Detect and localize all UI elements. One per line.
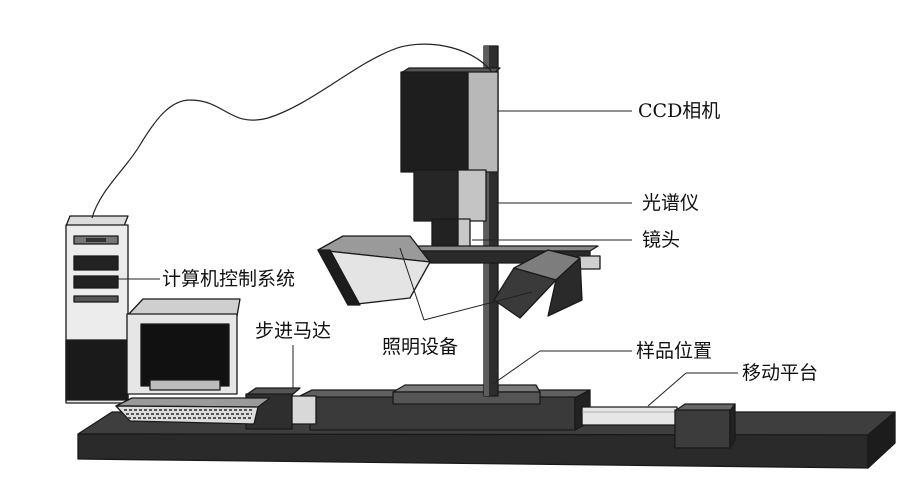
computer-tower bbox=[65, 215, 129, 404]
data-cable bbox=[91, 43, 493, 219]
spectrometer bbox=[413, 169, 487, 222]
label-moving-platform: 移动平台 bbox=[742, 362, 819, 384]
right-lamp bbox=[493, 249, 583, 319]
label-ccd-camera: CCD相机 bbox=[638, 100, 721, 122]
label-spectrometer: 光谱仪 bbox=[642, 192, 700, 214]
ccd-camera bbox=[400, 67, 501, 173]
label-stepper-motor: 步进马达 bbox=[255, 320, 332, 342]
stepper-motor bbox=[245, 387, 301, 430]
end-block bbox=[674, 403, 736, 449]
label-control-system: 计算机控制系统 bbox=[162, 268, 296, 290]
sample-tray bbox=[392, 384, 541, 405]
label-lens: 镜头 bbox=[642, 229, 681, 251]
left-lamp bbox=[317, 235, 431, 306]
label-illumination: 照明设备 bbox=[382, 336, 459, 358]
leader-lines bbox=[117, 110, 738, 407]
keyboard bbox=[115, 397, 271, 425]
label-sample-position: 样品位置 bbox=[636, 340, 713, 362]
monitor bbox=[126, 298, 241, 395]
